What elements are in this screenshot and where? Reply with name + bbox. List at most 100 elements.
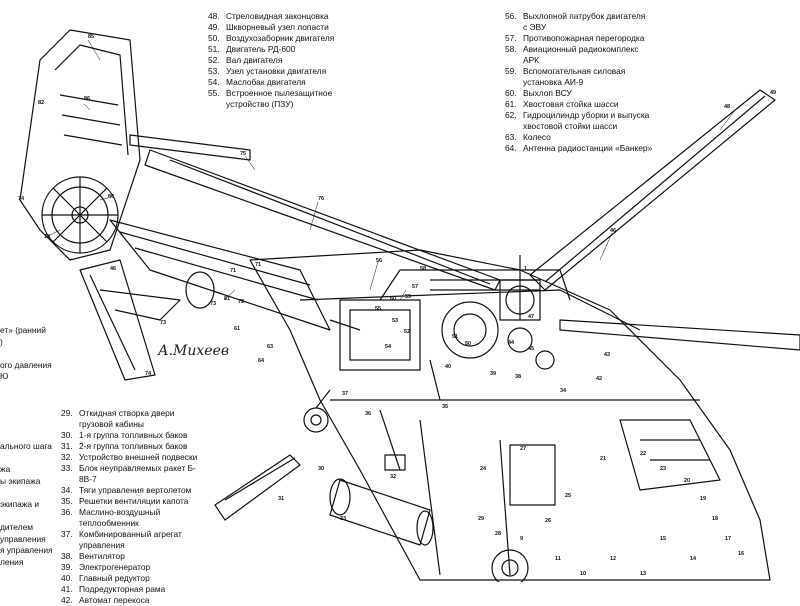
legend-item-number: 31.	[61, 441, 73, 451]
legend-item-number: 58.	[505, 44, 517, 54]
legend-fragment-line	[0, 348, 53, 360]
legend-item-number: 37.	[61, 529, 73, 539]
legend-fragment-line	[0, 383, 53, 395]
legend-item: управления	[61, 540, 197, 551]
callout-number: 55	[375, 306, 381, 312]
callout-number: 12	[610, 556, 616, 562]
legend-item: грузовой кабины	[61, 419, 197, 430]
legend-item-text: устройство (ПЗУ)	[226, 99, 294, 109]
legend-item-number: 52.	[208, 55, 220, 65]
legend-item: 31.2-я группа топливных баков	[61, 441, 197, 452]
legend-item-text: Устройство внешней подвески	[79, 452, 198, 462]
callout-number: 27	[520, 446, 526, 452]
legend-item-text: Вентилятор	[79, 551, 125, 561]
legend-item: 50.Воздухозаборник двигателя	[208, 33, 334, 44]
callout-number: 73	[160, 320, 166, 326]
legend-item-text: 8В-7	[79, 474, 97, 484]
legend-item-text: Хвостовая стойка шасси	[523, 99, 619, 109]
legend-item-text: Двигатель РД-600	[226, 44, 296, 54]
callout-number: 42	[596, 376, 602, 382]
legend-fragment-line: я управления	[0, 545, 53, 556]
legend-item: 49.Шкворневый узел лопасти	[208, 22, 334, 33]
legend-item-text: Колесо	[523, 132, 551, 142]
callout-number: 36	[365, 411, 371, 417]
legend-fragment-line: )	[0, 336, 3, 347]
legend-item-text: Главный редуктор	[79, 573, 150, 583]
callout-number: 59	[405, 294, 411, 300]
legend-item-number: 34.	[61, 485, 73, 495]
callout-number: 80	[108, 194, 114, 200]
legend-fragment-line	[0, 453, 53, 465]
callout-number: 21	[600, 456, 606, 462]
callout-number: 56	[376, 258, 382, 264]
callout-number: 11	[555, 556, 561, 562]
legend-item-number: 41.	[61, 584, 73, 594]
legend-item: 29.Откидная створка двери	[61, 408, 197, 419]
legend-item-text: АРК	[523, 55, 540, 65]
legend-item-number: 55.	[208, 88, 220, 98]
legend-fragment-line: жа	[0, 464, 11, 475]
legend-item-text: Стреловидная законцовка	[226, 11, 329, 21]
callout-number: 9	[520, 536, 523, 542]
callout-number: 74	[18, 196, 25, 202]
legend-item: 63.Колесо	[505, 132, 652, 143]
legend-fragment-line: ления	[0, 556, 24, 567]
legend-item: 58.Авиационный радиокомплекс	[505, 44, 652, 55]
legend-item-number: 62.	[505, 110, 517, 120]
artist-signature: А.Михеев	[157, 343, 229, 359]
legend-item: АРК	[505, 55, 652, 66]
callout-number: 74	[145, 371, 152, 377]
legend-fragment-line: экипажа и	[0, 498, 40, 509]
main-wheel	[491, 549, 529, 582]
legend-item: 54.Маслобак двигателя	[208, 77, 334, 88]
legend-item-text: Автомат перекоса	[79, 595, 150, 605]
callout-number: 44	[508, 340, 515, 346]
legend-fragment-line	[0, 418, 53, 430]
legend-item-number: 51.	[208, 44, 220, 54]
rocket-pod	[329, 478, 434, 546]
legend-item-text: Вспомогательная силовая	[523, 66, 626, 76]
callout-number: 71	[255, 262, 261, 268]
legend-item: 30.1-я группа топливных баков	[61, 430, 197, 441]
legend-item: 59.Вспомогательная силовая	[505, 66, 652, 77]
legend-item-text: Вал двигателя	[226, 55, 283, 65]
callout-number: 54	[385, 344, 392, 350]
callout-number: 43	[604, 352, 610, 358]
legend-item-text: управления	[79, 540, 125, 550]
callout-number: 10	[580, 571, 586, 577]
callout-number: 33	[340, 516, 346, 522]
legend-item-number: 61.	[505, 99, 517, 109]
legend-item-text: Комбинированный агрегат	[79, 529, 182, 539]
legend-fragment-line	[0, 511, 53, 523]
callout-number: 72	[238, 299, 244, 305]
legend-item-text: с ЭВУ	[523, 22, 547, 32]
legend-item-number: 29.	[61, 408, 73, 418]
callout-number: 75	[240, 151, 246, 157]
legend-item: 56.Выхлопной патрубок двигателя	[505, 11, 652, 22]
legend-fragment-line: ого давления	[0, 359, 52, 370]
legend-item-number: 48.	[208, 11, 220, 21]
callout-number: 46	[610, 228, 616, 234]
tail-boom	[109, 219, 331, 331]
callout-number: 26	[545, 518, 551, 524]
callout-number: 49	[770, 90, 776, 96]
legend-item-text: Противопожарная перегородка	[523, 33, 645, 43]
callout-number: 61	[234, 326, 240, 332]
callout-number: 23	[660, 466, 666, 472]
callout-number: 15	[660, 536, 666, 542]
legend-item-text: Электрогенератор	[79, 562, 151, 572]
legend-item-text: Антенна радиостанции «Банкер»	[523, 143, 653, 153]
callout-number: 32	[390, 474, 396, 480]
callout-number: 60	[390, 296, 396, 302]
legend-item: 60.Выхлоп ВСУ	[505, 88, 652, 99]
callout-number: 64	[258, 358, 265, 364]
legend-item-text: Встроенное пылезащитное	[226, 88, 333, 98]
legend-fragment-line: ет» (ранний	[0, 325, 46, 335]
callout-number: 78	[44, 234, 50, 240]
legend-item-number: 39.	[61, 562, 73, 572]
legend-fragment-line	[0, 487, 53, 499]
